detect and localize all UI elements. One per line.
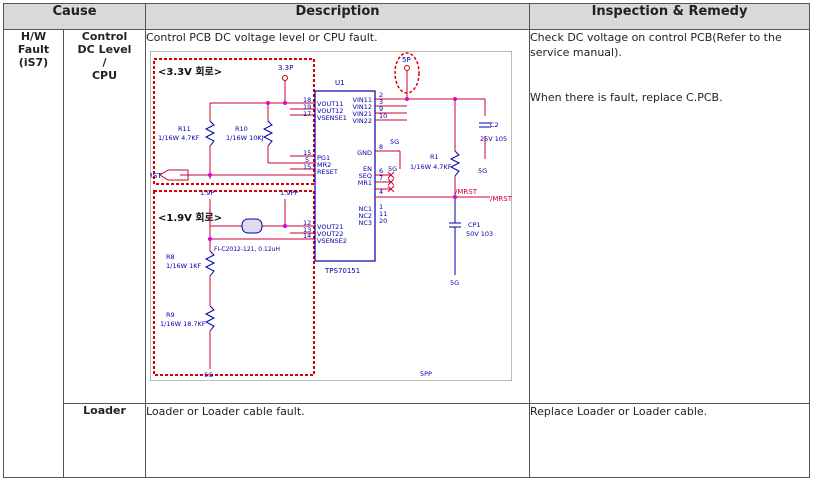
label-r1-value: 1/16W 4.7KF (410, 163, 452, 171)
label-r10-value: 1/16W 10KJ (226, 134, 264, 142)
pin-label: NC3 (358, 219, 372, 227)
pin-number: 14 (303, 232, 311, 240)
label-rst: RST (150, 172, 162, 180)
pin-number: 8 (379, 143, 383, 151)
row-inspection-cell: Check DC voltage on control PCB(Refer to… (529, 29, 810, 404)
pin-label: VSENSE2 (317, 237, 347, 245)
rst-connector (159, 169, 189, 181)
label-r11-value: 1/16W 4.7KF (158, 134, 200, 142)
label-3v3-block: <3.3V 회로> (158, 65, 222, 78)
pin-number: 4 (379, 188, 383, 196)
label-c2-value: 25V 105 (480, 135, 507, 143)
label-5g-2: 5G (450, 279, 459, 287)
label-cp1-value: 50V 103 (466, 230, 493, 238)
row-inspection-text: Replace Loader or Loader cable. (530, 405, 708, 418)
pin-number: 9 (379, 105, 383, 113)
pin-label: VOUT21 (317, 223, 343, 231)
pin-number: 7 (379, 174, 383, 182)
ic-u1 (314, 90, 376, 262)
label-5g-1: 5G (478, 167, 487, 175)
label-1v9p: 1.9P (200, 189, 214, 197)
label-5pp: 5PP (420, 370, 432, 378)
row-description-text: Loader or Loader cable fault. (146, 405, 305, 418)
pin-number: 11 (379, 210, 387, 218)
label-cp1: CP1 (468, 221, 481, 229)
pin-number: 5 (305, 156, 309, 164)
schematic-diagram: <3.3V 회로> <1.9V 회로> U1 TPS70151 3.3P 5P (148, 50, 529, 385)
pin-number: 13 (303, 226, 311, 234)
pin-label: VIN21 (353, 110, 373, 118)
table-row: Loader Loader or Loader cable fault. Rep… (4, 403, 810, 478)
pin-label: PG1 (317, 154, 330, 162)
pin-number: 20 (379, 217, 387, 225)
pin-number: 10 (379, 112, 387, 120)
pin-label: MR1 (358, 179, 372, 187)
pin-number: 19 (303, 103, 311, 111)
pin-number: 17 (303, 110, 311, 118)
pin-label: VOUT22 (317, 230, 343, 238)
pin-label: GND (357, 149, 372, 157)
label-r8-value: 1/16W 1KF (166, 262, 201, 270)
block-3v3 (153, 58, 315, 185)
label-5g-5: 5G (390, 138, 399, 146)
pin-number: 1 (379, 203, 383, 211)
pin-label: SEQ (359, 172, 372, 180)
row-inspection-text: Check DC voltage on control PCB(Refer to… (530, 31, 782, 59)
label-mrst-port: /MRST (490, 195, 512, 203)
row-description-text: Control PCB DC voltage level or CPU faul… (146, 31, 378, 44)
group-cause-cell: H/W Fault (iS7) (3, 29, 64, 478)
pin-label: VSENSE1 (317, 114, 347, 122)
row-cause-cell: Loader (63, 403, 146, 478)
label-mrst-net: /MRST (455, 188, 478, 196)
label-5p: 5P (402, 56, 411, 64)
label-5g-4: 5G (204, 371, 213, 379)
row-inspection-text-2: When there is fault, replace C.PCB. (530, 91, 723, 104)
header-row: Cause Description Inspection & Remedy (3, 3, 810, 30)
label-r9-value: 1/16W 18.7KF (160, 320, 206, 328)
pin-label: MR2 (317, 161, 331, 169)
schematic-svg: <3.3V 회로> <1.9V 회로> U1 TPS70151 3.3P 5P (148, 50, 513, 382)
label-r10: R10 (235, 125, 248, 133)
pin-label: VIN12 (353, 103, 373, 111)
row-description-cell: Control PCB DC voltage level or CPU faul… (145, 29, 530, 404)
label-r11: R11 (178, 125, 191, 133)
inductor (241, 218, 263, 234)
label-3v3p: 3.3P (278, 64, 293, 72)
header-inspection: Inspection & Remedy (529, 3, 810, 30)
pin-label: NC2 (358, 212, 372, 220)
label-r8: R8 (166, 253, 175, 261)
label-r1: R1 (430, 153, 439, 161)
label-inductor: FI-C2012-121, 0.12uH (214, 246, 280, 253)
pin-label: VOUT12 (317, 107, 343, 115)
fault-table: Cause Description Inspection & Remedy H/… (3, 3, 810, 478)
pin-number: 3 (379, 98, 383, 106)
block-1v9 (153, 190, 315, 376)
row-description-cell: Loader or Loader cable fault. (145, 403, 530, 478)
pin-number: 12 (303, 219, 311, 227)
pin-number: 15 (303, 149, 311, 157)
table-row: H/W Fault (iS7) Control DC Level / CPU C… (3, 29, 810, 478)
header-description: Description (145, 3, 530, 30)
label-r9: R9 (166, 311, 175, 319)
pin-number: 2 (379, 91, 383, 99)
label-1v9-block: <1.9V 회로> (158, 211, 222, 224)
row-cause-cell: Control DC Level / CPU (63, 29, 146, 404)
label-u1: U1 (335, 79, 345, 87)
label-ic: TPS70151 (324, 267, 360, 275)
pin-label: VIN11 (353, 96, 373, 104)
pin-number: 6 (379, 167, 383, 175)
label-1v9pp: 1.9PP (280, 189, 298, 197)
header-cause: Cause (3, 3, 146, 30)
label-5g-3: 5G (388, 165, 397, 173)
pin-label: VIN22 (353, 117, 373, 125)
pin-number: 15 (303, 163, 311, 171)
row-inspection-cell: Replace Loader or Loader cable. (529, 403, 810, 478)
pin-label: RESET (317, 168, 338, 176)
label-c2: C2 (490, 121, 499, 129)
pin-number: 18 (303, 96, 311, 104)
pin-label: VOUT11 (317, 100, 343, 108)
pin-label: NC1 (358, 205, 372, 213)
pin-label: EN (363, 165, 372, 173)
